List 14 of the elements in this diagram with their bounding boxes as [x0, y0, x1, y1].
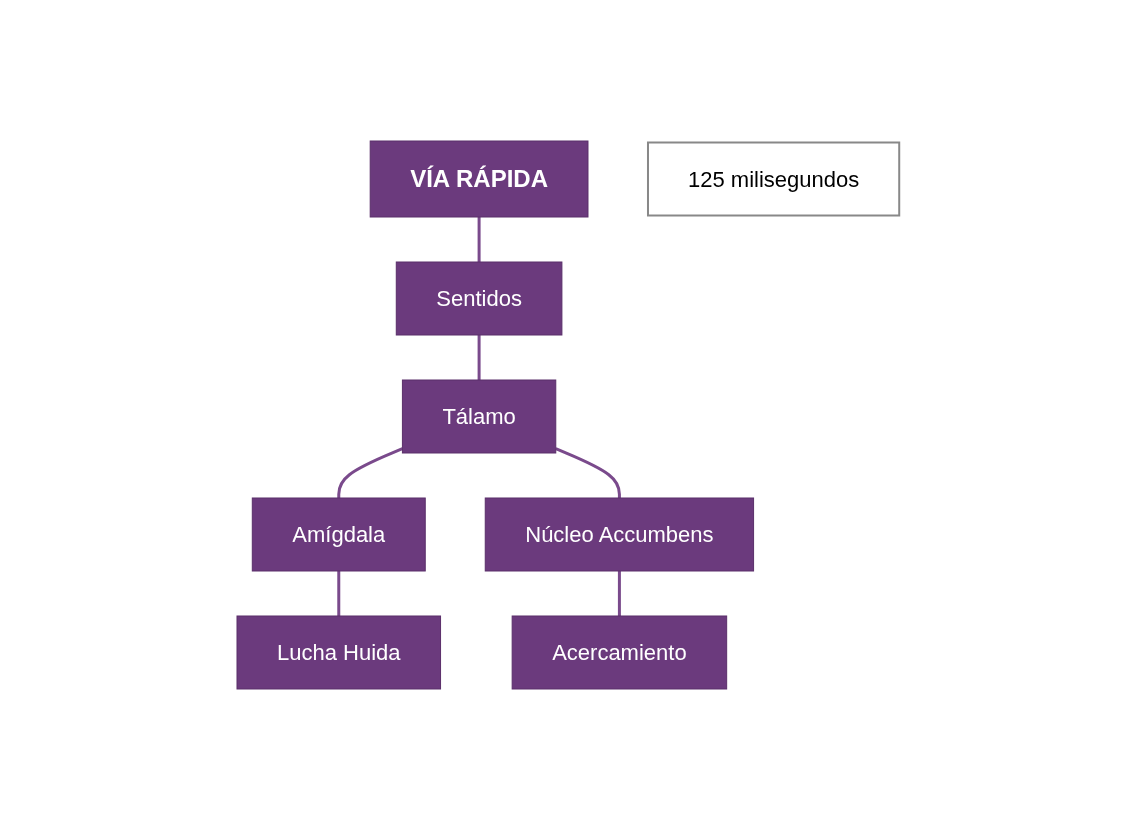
connector: [555, 446, 621, 498]
node-box: Acercamiento: [511, 615, 728, 689]
connector: [477, 216, 481, 262]
node-box: Lucha Huida: [236, 615, 441, 689]
node-box: Sentidos: [395, 261, 563, 335]
node-box: Tálamo: [401, 379, 557, 453]
connector: [477, 334, 481, 380]
node-box: VÍA RÁPIDA: [369, 140, 589, 217]
connector: [337, 446, 403, 498]
connector: [337, 570, 341, 616]
node-box: 125 milisegundos: [646, 141, 901, 216]
connector: [617, 570, 621, 616]
node-box: Amígdala: [251, 497, 426, 571]
node-box: Núcleo Accumbens: [484, 497, 754, 571]
